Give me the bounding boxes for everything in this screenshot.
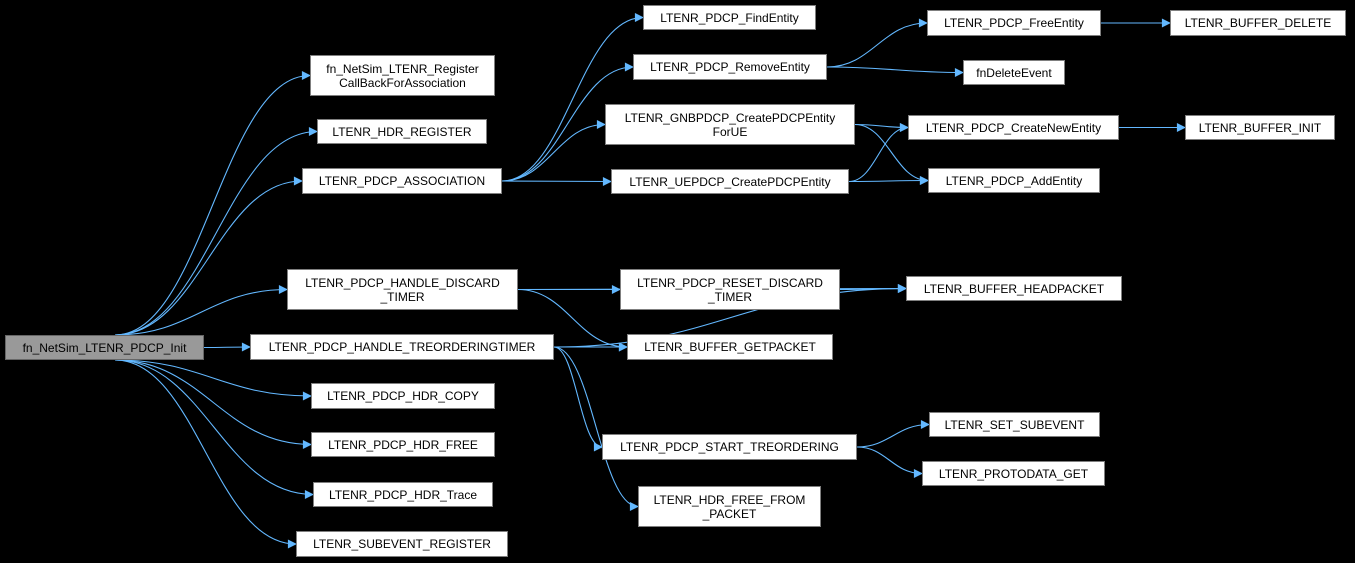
- node-label: LTENR_HDR_REGISTER: [332, 124, 472, 139]
- edge-n13-to-n20: [848, 123, 909, 183]
- edge-n0-to-n3: [114, 176, 303, 336]
- node-label: LTENR_PDCP_HDR_FREE: [328, 437, 478, 452]
- node-label: LTENR_HDR_FREE_FROM _PACKET: [653, 492, 806, 521]
- edge-n4-to-n15: [517, 288, 628, 352]
- node-set-subevent[interactable]: LTENR_SET_SUBEVENT: [929, 412, 1100, 437]
- node-label: LTENR_UEPDCP_CreatePDCPEntity: [629, 174, 831, 189]
- edge-n0-to-n2: [114, 127, 318, 336]
- node-buffer-getpacket[interactable]: LTENR_BUFFER_GETPACKET: [627, 334, 833, 360]
- edge-n5-to-n16: [553, 346, 603, 452]
- node-label: LTENR_PDCP_ASSOCIATION: [318, 174, 486, 188]
- node-label: LTENR_PDCP_HANDLE_TREORDERINGTIMER: [268, 340, 536, 354]
- node-label: fn_NetSim_LTENR_PDCP_Init: [22, 340, 187, 355]
- edge-n11-to-n18: [826, 18, 928, 68]
- node-buffer-headpacket[interactable]: LTENR_BUFFER_HEADPACKET: [906, 276, 1122, 301]
- node-label: LTENR_PDCP_FindEntity: [660, 10, 799, 25]
- node-reset-discard-timer[interactable]: LTENR_PDCP_RESET_DISCARD _TIMER: [620, 269, 840, 310]
- edge-n0-to-n1: [114, 71, 311, 336]
- edge-n0-to-n7: [114, 359, 312, 449]
- node-buffer-delete[interactable]: LTENR_BUFFER_DELETE: [1170, 10, 1346, 36]
- edge-n3-to-n10: [501, 13, 644, 182]
- edge-n3-to-n12: [501, 120, 606, 182]
- node-label: LTENR_BUFFER_HEADPACKET: [923, 281, 1105, 296]
- node-label: LTENR_PDCP_RemoveEntity: [650, 60, 810, 74]
- node-ltenr-hdr-register[interactable]: LTENR_HDR_REGISTER: [317, 119, 487, 144]
- node-pdcp-start-treordering[interactable]: LTENR_PDCP_START_TREORDERING: [602, 434, 857, 460]
- edge-n3-to-n11: [501, 62, 634, 182]
- node-label: LTENR_PDCP_CreateNewEntity: [925, 120, 1102, 135]
- node-label: LTENR_PROTODATA_GET: [938, 466, 1089, 481]
- node-register-callback-for-association[interactable]: fn_NetSim_LTENR_Register CallBackForAsso…: [310, 55, 495, 96]
- node-label: LTENR_PDCP_FreeEntity: [944, 16, 1084, 30]
- edge-n0-to-n6: [114, 359, 312, 401]
- node-pdcp-hdr-trace[interactable]: LTENR_PDCP_HDR_Trace: [313, 482, 493, 507]
- node-label: LTENR_SET_SUBEVENT: [944, 417, 1085, 432]
- edge-n0-to-n8: [114, 359, 314, 499]
- node-label: LTENR_PDCP_HANDLE_DISCARD _TIMER: [305, 275, 500, 304]
- node-label: LTENR_PDCP_RESET_DISCARD _TIMER: [637, 275, 823, 304]
- node-fn-delete-event[interactable]: fnDeleteEvent: [963, 60, 1065, 85]
- node-pdcp-add-entity[interactable]: LTENR_PDCP_AddEntity: [928, 168, 1100, 193]
- node-pdcp-find-entity[interactable]: LTENR_PDCP_FindEntity: [643, 5, 816, 30]
- edge-n0-to-n9: [114, 359, 297, 549]
- edge-n0-to-n4: [114, 285, 288, 336]
- node-gnbpdcp-create-pdcp-entity-for-ue[interactable]: LTENR_GNBPDCP_CreatePDCPEntity ForUE: [605, 104, 855, 145]
- node-label: LTENR_PDCP_HDR_Trace: [328, 487, 478, 502]
- edge-n11-to-n19: [826, 66, 964, 77]
- node-label: fnDeleteEvent: [976, 65, 1052, 80]
- node-label: LTENR_BUFFER_DELETE: [1184, 16, 1332, 30]
- node-pdcp-hdr-copy[interactable]: LTENR_PDCP_HDR_COPY: [311, 383, 495, 409]
- edge-n3-to-n13: [501, 176, 612, 186]
- node-label: fn_NetSim_LTENR_Register CallBackForAsso…: [326, 61, 479, 90]
- node-ltenr-pdcp-association[interactable]: LTENR_PDCP_ASSOCIATION: [302, 168, 502, 194]
- node-subevent-register[interactable]: LTENR_SUBEVENT_REGISTER: [296, 531, 508, 557]
- edge-n12-to-n21: [854, 123, 929, 185]
- node-handle-treorderingtimer[interactable]: LTENR_PDCP_HANDLE_TREORDERINGTIMER: [250, 334, 554, 360]
- node-label: LTENR_BUFFER_GETPACKET: [644, 340, 816, 354]
- edge-n5-to-n22: [553, 284, 907, 348]
- node-handle-discard-timer[interactable]: LTENR_PDCP_HANDLE_DISCARD _TIMER: [287, 269, 518, 310]
- edge-n16-to-n24: [856, 446, 923, 478]
- node-label: LTENR_SUBEVENT_REGISTER: [313, 537, 491, 551]
- edge-n0-to-n5: [203, 342, 251, 352]
- node-label: LTENR_GNBPDCP_CreatePDCPEntity ForUE: [624, 110, 836, 139]
- node-buffer-init[interactable]: LTENR_BUFFER_INIT: [1185, 115, 1335, 140]
- node-hdr-free-from-packet[interactable]: LTENR_HDR_FREE_FROM _PACKET: [638, 486, 821, 527]
- node-protodata-get[interactable]: LTENR_PROTODATA_GET: [922, 461, 1105, 486]
- node-label: LTENR_PDCP_AddEntity: [945, 173, 1083, 188]
- node-label: LTENR_BUFFER_INIT: [1198, 120, 1322, 135]
- node-label: LTENR_PDCP_START_TREORDERING: [620, 440, 839, 454]
- edge-n16-to-n23: [856, 420, 930, 448]
- node-pdcp-remove-entity[interactable]: LTENR_PDCP_RemoveEntity: [633, 54, 827, 80]
- node-pdcp-hdr-free[interactable]: LTENR_PDCP_HDR_FREE: [311, 432, 495, 457]
- edge-n13-to-n21: [848, 176, 929, 186]
- edge-n5-to-n17: [553, 346, 639, 511]
- node-uepdcp-create-pdcp-entity[interactable]: LTENR_UEPDCP_CreatePDCPEntity: [611, 169, 849, 194]
- node-label: LTENR_PDCP_HDR_COPY: [327, 389, 479, 403]
- node-pdcp-free-entity[interactable]: LTENR_PDCP_FreeEntity: [927, 10, 1101, 36]
- node-pdcp-create-new-entity[interactable]: LTENR_PDCP_CreateNewEntity: [908, 115, 1119, 140]
- node-root-fn-netsim-ltenr-pdcp-init: fn_NetSim_LTENR_PDCP_Init: [5, 335, 204, 360]
